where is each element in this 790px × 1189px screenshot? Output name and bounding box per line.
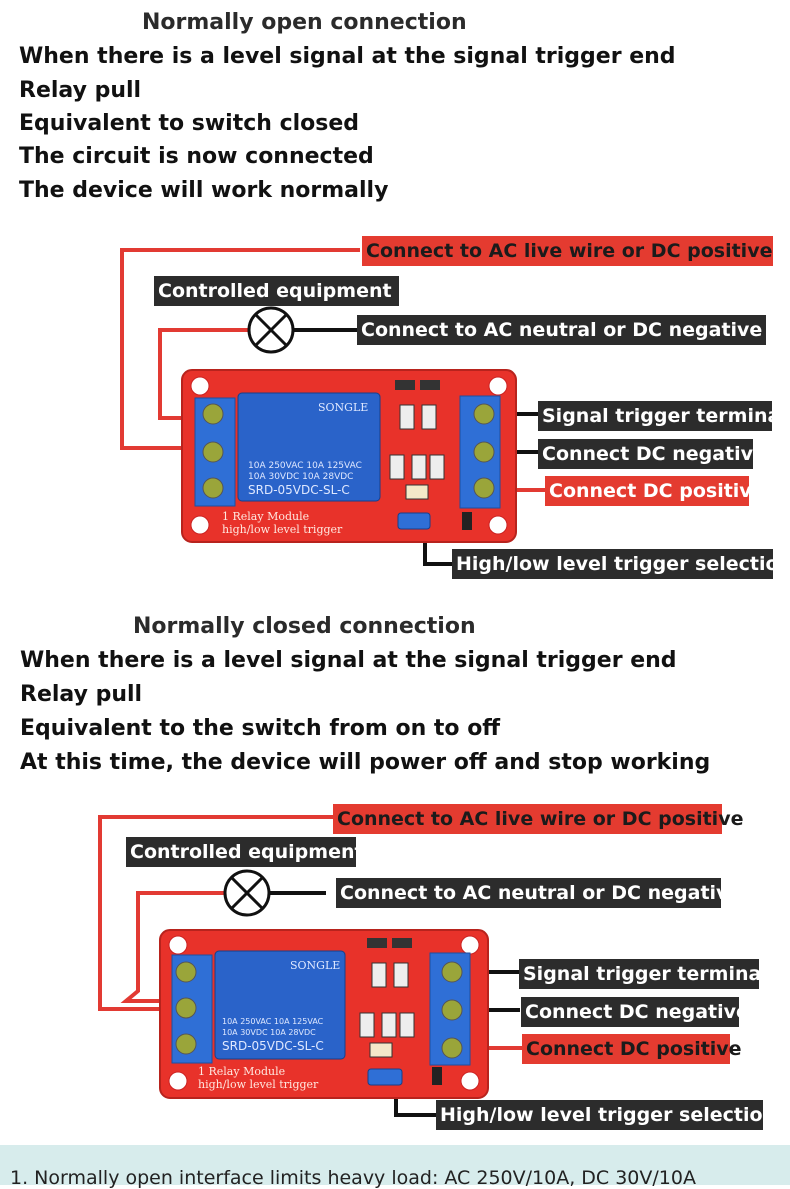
relay-rating-2: 10A 30VDC 10A 28VDC (222, 1028, 316, 1037)
section2-line-2: Relay pull (20, 682, 143, 707)
label-neutral-wire: Connect to AC neutral or DC negative (357, 315, 766, 345)
label-dc-positive: Connect DC positive (522, 1034, 742, 1064)
label-neutral-wire: Connect to AC neutral or DC negative (336, 878, 741, 908)
footer-note-bar: 1. Normally open interface limits heavy … (0, 1145, 790, 1189)
lamp-icon (247, 306, 295, 354)
label-signal-trigger: Signal trigger terminal (519, 959, 768, 989)
section1-line-1: When there is a level signal at the sign… (19, 44, 676, 69)
lamp-icon (223, 869, 271, 917)
label-live-wire: Connect to AC live wire or DC positive (362, 236, 773, 266)
section1-line-2: Relay pull (19, 78, 142, 103)
label-dc-negative: Connect DC negative (521, 997, 749, 1027)
pcb-label-1: 1 Relay Module (198, 1065, 285, 1078)
section1-line-3: Equivalent to switch closed (19, 111, 360, 136)
section2-line-3: Equivalent to the switch from on to off (20, 716, 501, 741)
label-controlled-equipment: Controlled equipment (126, 837, 364, 867)
pcb-label-1: 1 Relay Module (222, 510, 309, 523)
section1-line-5: The device will work normally (19, 178, 389, 203)
relay-board: SONGLE 10A 250VAC 10A 125VAC 10A 30VDC 1… (181, 369, 517, 543)
label-controlled-equipment: Controlled equipment (154, 276, 399, 306)
pcb-label-2: high/low level trigger (222, 523, 343, 536)
section2-heading: Normally closed connection (133, 614, 476, 639)
footer-note: 1. Normally open interface limits heavy … (10, 1167, 696, 1189)
section1-heading: Normally open connection (142, 10, 467, 35)
label-signal-trigger: Signal trigger terminal (538, 401, 787, 431)
pcb-label-2: high/low level trigger (198, 1078, 319, 1091)
label-dc-positive: Connect DC positive (545, 476, 765, 506)
relay-board: SONGLE 10A 250VAC 10A 125VAC 10A 30VDC 1… (159, 929, 489, 1099)
label-dc-negative: Connect DC negative (538, 439, 766, 469)
relay-model: SRD-05VDC-SL-C (248, 483, 350, 497)
relay-diagram-normally-closed: SONGLE 10A 250VAC 10A 125VAC 10A 30VDC 1… (98, 815, 522, 1117)
relay-rating-1: 10A 250VAC 10A 125VAC (248, 461, 362, 471)
label-trigger-selection: High/low level trigger selection (452, 549, 790, 579)
relay-brand: SONGLE (318, 401, 368, 414)
relay-brand: SONGLE (290, 959, 340, 972)
relay-rating-2: 10A 30VDC 10A 28VDC (248, 472, 353, 482)
label-trigger-selection: High/low level trigger selection (436, 1100, 776, 1130)
relay-model: SRD-05VDC-SL-C (222, 1039, 324, 1053)
section1-line-4: The circuit is now connected (19, 144, 374, 169)
section2-line-4: At this time, the device will power off … (20, 750, 711, 775)
label-live-wire: Connect to AC live wire or DC positive (333, 804, 743, 834)
section2-line-1: When there is a level signal at the sign… (20, 648, 677, 673)
relay-diagram-normally-open: SONGLE 10A 250VAC 10A 125VAC 10A 30VDC 1… (120, 248, 545, 566)
relay-rating-1: 10A 250VAC 10A 125VAC (222, 1017, 324, 1026)
